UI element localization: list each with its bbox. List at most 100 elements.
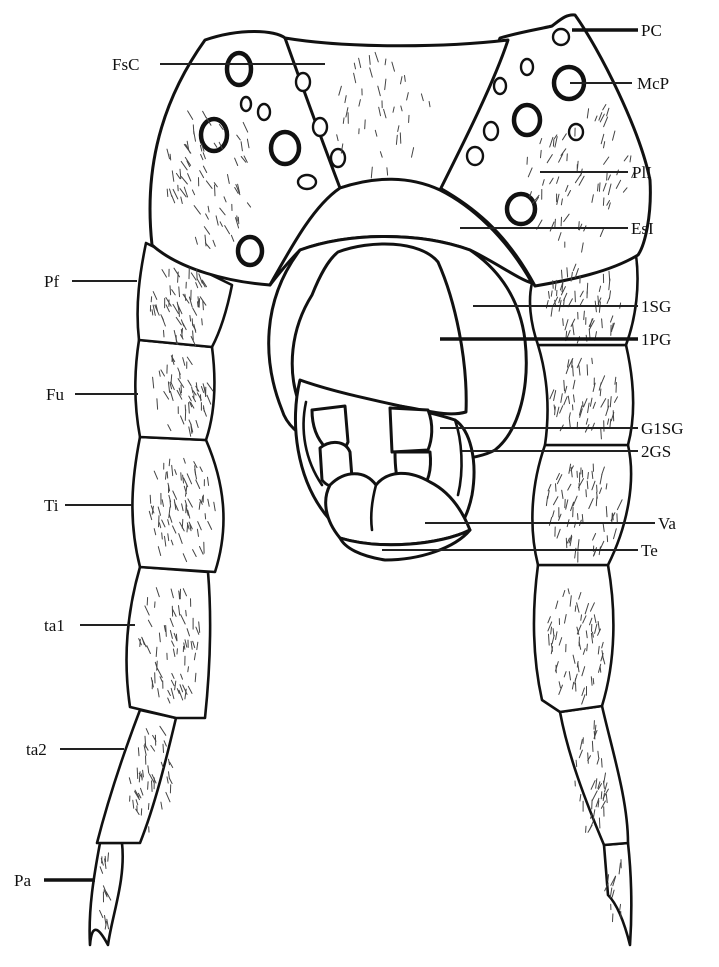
seta (586, 490, 587, 497)
seta (599, 818, 600, 828)
label-fsc: FsC (112, 55, 139, 74)
seta (597, 492, 598, 498)
small-pore (467, 147, 483, 165)
seta (205, 514, 206, 519)
label-1sg: 1SG (641, 297, 671, 316)
seta (202, 319, 203, 325)
seta (592, 741, 593, 751)
label-2gs: 2GS (641, 442, 671, 461)
seta (573, 366, 574, 376)
macropore (238, 237, 262, 265)
small-pore (521, 59, 533, 75)
seta (166, 626, 167, 637)
seta (148, 782, 149, 790)
seta (199, 299, 200, 308)
seta (167, 777, 168, 783)
macropore (271, 132, 299, 164)
label-pc: PC (641, 21, 662, 40)
seta (600, 389, 601, 396)
seta (567, 268, 568, 277)
seta (587, 644, 588, 651)
seta (187, 525, 188, 532)
seta (400, 133, 401, 143)
seta (580, 795, 581, 802)
seta (237, 216, 238, 221)
genital-area (269, 237, 527, 561)
label-mcp: McP (637, 74, 669, 93)
left-tibia (132, 437, 223, 572)
right-leg (530, 255, 638, 945)
seta (181, 473, 182, 480)
seta (602, 319, 603, 328)
gonopod-right (390, 408, 432, 452)
seta (150, 495, 151, 503)
label-fu: Fu (46, 385, 64, 404)
seta (562, 270, 563, 278)
seta (588, 753, 589, 763)
seta (598, 184, 599, 191)
seta (613, 411, 614, 421)
seta (203, 301, 204, 310)
seta (601, 792, 602, 799)
seta (387, 168, 388, 175)
seta (599, 183, 600, 192)
seta (555, 407, 556, 415)
label-1pg: 1PG (641, 330, 671, 349)
seta (169, 759, 170, 765)
seta (215, 185, 216, 196)
seta (587, 481, 588, 489)
label-g1sg: G1SG (641, 419, 684, 438)
label-va: Va (658, 514, 676, 533)
seta (159, 516, 160, 527)
seta (581, 615, 582, 620)
seta (148, 804, 149, 810)
label-ti: Ti (44, 496, 59, 515)
seta (588, 473, 589, 479)
right-tibia (532, 445, 631, 565)
seta (607, 173, 608, 180)
seta (193, 331, 194, 340)
seta (170, 286, 171, 295)
seta (170, 500, 171, 507)
seta (170, 762, 173, 767)
macropore (201, 119, 227, 151)
seta (152, 781, 153, 792)
seta (156, 647, 157, 656)
seta (178, 272, 179, 282)
seta (163, 744, 164, 752)
small-pore (494, 78, 506, 94)
small-pore (296, 73, 310, 91)
seta (587, 365, 588, 375)
small-pore (331, 149, 345, 167)
seta (186, 610, 187, 616)
label-te: Te (641, 541, 658, 560)
small-pore (313, 118, 327, 136)
macropore (514, 105, 540, 135)
small-pore (569, 124, 583, 140)
label-esi: EsI (631, 219, 654, 238)
seta (188, 667, 189, 672)
seta (189, 403, 190, 414)
macropore (507, 194, 535, 224)
seta (161, 802, 162, 809)
seta (589, 329, 590, 338)
seta (601, 428, 602, 439)
seta (556, 484, 557, 492)
small-pore (258, 104, 270, 120)
seta (181, 385, 182, 393)
seta (166, 792, 170, 801)
seta (563, 319, 564, 326)
seta (162, 533, 163, 539)
seta (195, 673, 196, 681)
right-palp-claw (604, 843, 631, 945)
seta (166, 472, 167, 479)
small-pore (241, 97, 251, 111)
seta (171, 375, 172, 383)
seta (170, 779, 173, 784)
seta (600, 667, 601, 673)
seta (182, 519, 183, 528)
seta (620, 904, 621, 909)
seta (167, 189, 168, 196)
seta (606, 507, 607, 517)
